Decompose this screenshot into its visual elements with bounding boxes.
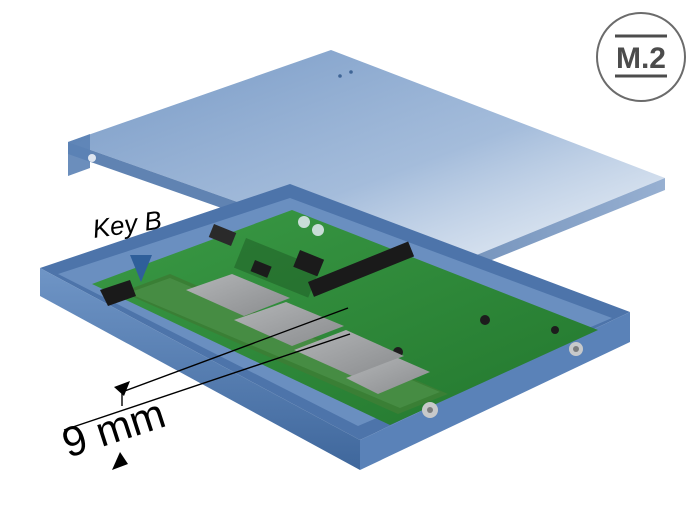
thickness-label: 9 mm [56,389,170,466]
m2-ssd-module [100,274,448,414]
pcb-board [92,210,598,425]
m2-badge-text: M.2 [616,42,666,75]
m2-badge: M.2 [596,12,686,102]
